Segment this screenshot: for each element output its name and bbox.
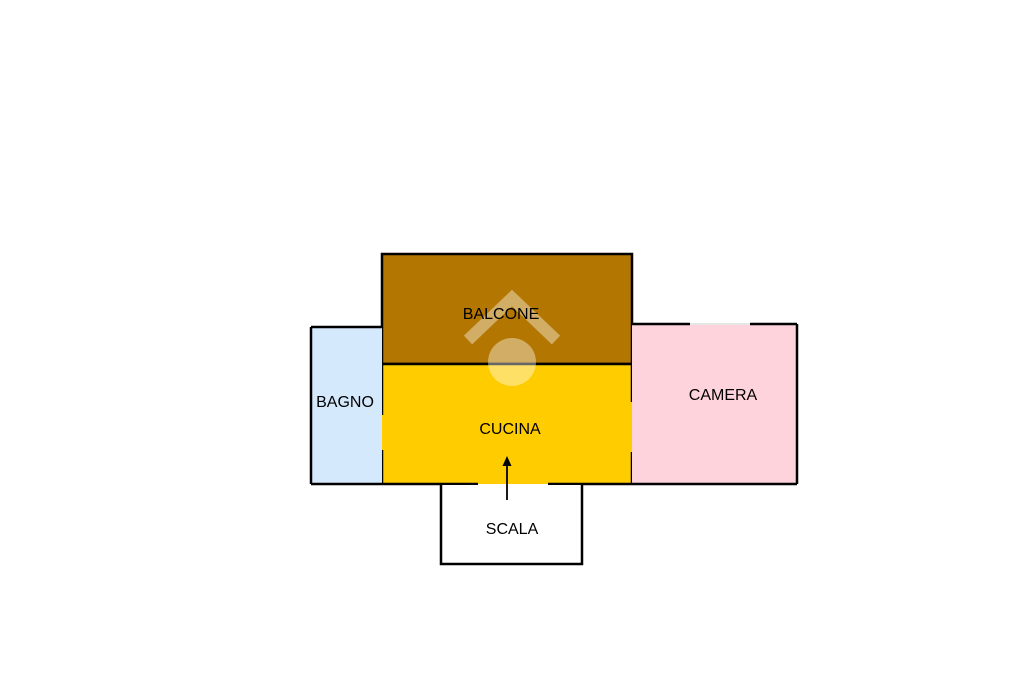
room-label-scala: SCALA xyxy=(486,521,539,538)
room-bagno xyxy=(309,325,382,484)
room-camera xyxy=(632,322,799,484)
room-scala xyxy=(439,484,584,566)
room-label-bagno: BAGNO xyxy=(316,394,374,411)
wall-scala xyxy=(439,484,584,566)
room-bagno-area xyxy=(311,327,382,484)
arrow-up-icon xyxy=(502,456,512,500)
room-label-balcone: BALCONE xyxy=(463,306,539,323)
room-balcone-area xyxy=(380,252,634,366)
room-scala-area xyxy=(441,485,582,564)
room-balcone xyxy=(380,252,634,366)
room-label-camera: CAMERA xyxy=(689,387,758,404)
room-camera-area xyxy=(632,324,797,484)
house-pin-logo-icon xyxy=(463,289,561,386)
room-label-cucina: CUCINA xyxy=(479,421,541,438)
